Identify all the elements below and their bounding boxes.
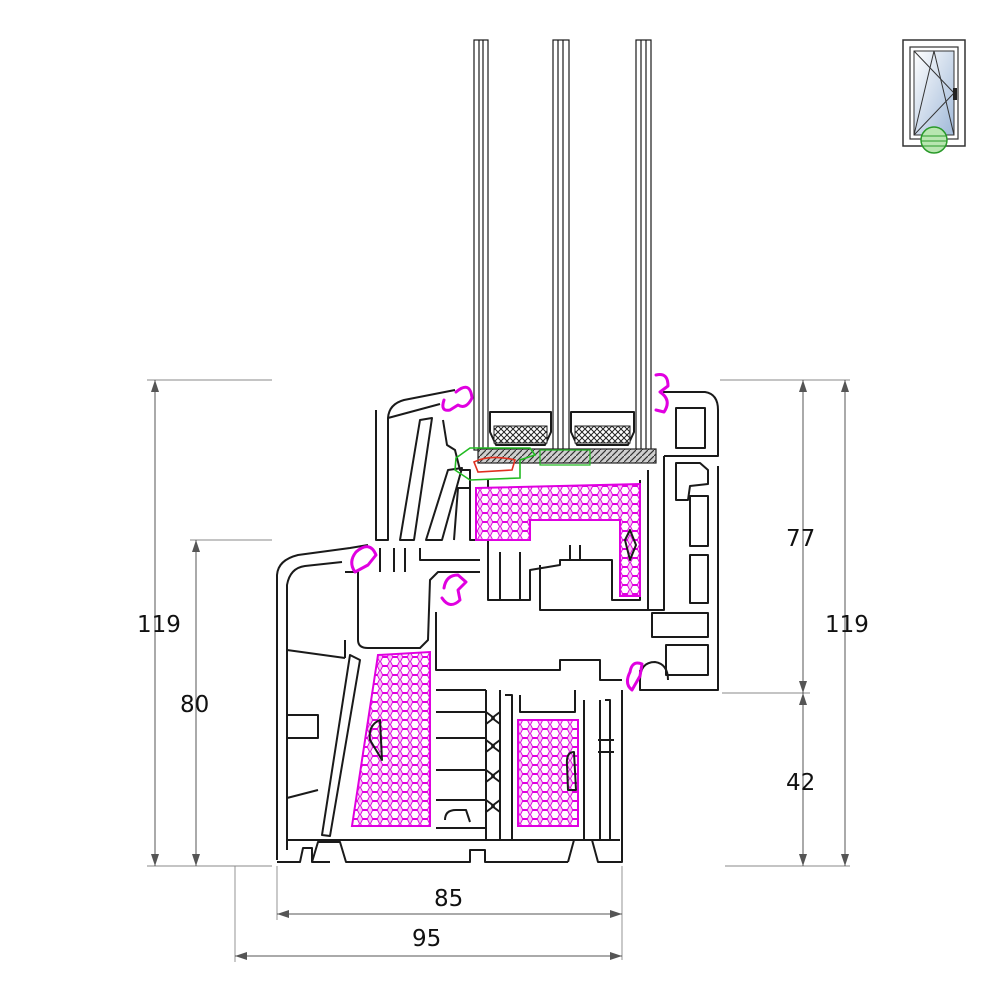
position-marker [920, 126, 948, 154]
dim-left-frame: 80 [180, 692, 209, 718]
glazing-bead-clip [454, 447, 591, 481]
dim-right-total: 119 [825, 612, 869, 638]
dimension-labels: 119 80 119 77 42 85 95 [137, 526, 869, 952]
sash-profile [375, 389, 719, 611]
dim-bottom-outer: 95 [412, 926, 441, 952]
glazing-unit [473, 39, 657, 464]
dim-right-sash: 77 [786, 526, 815, 552]
dim-left-total: 119 [137, 612, 181, 638]
dim-bottom-inner: 85 [434, 886, 463, 912]
frame-profile-right [639, 466, 719, 691]
dim-right-frame: 42 [786, 770, 815, 796]
tilt-turn-window-icon [902, 39, 966, 154]
dimension-lines [147, 379, 850, 962]
frame-profile [276, 544, 623, 863]
foam-insulation [350, 482, 641, 827]
gaskets [350, 373, 670, 692]
